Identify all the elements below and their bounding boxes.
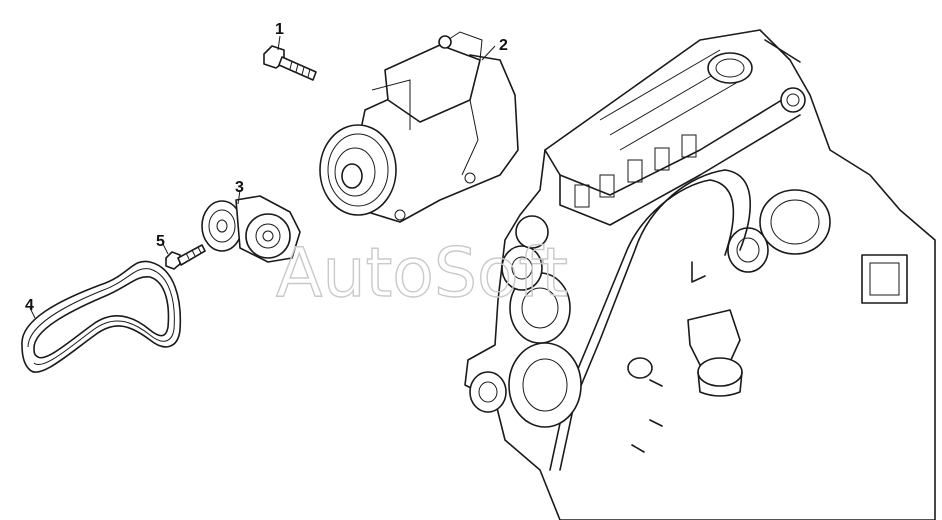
callout-4: 4	[25, 297, 34, 314]
ac-compressor	[319, 31, 519, 223]
poly-v-belt	[21, 260, 182, 373]
bolt	[263, 45, 317, 81]
callout-1: 1	[275, 21, 284, 38]
callout-5: 5	[156, 233, 165, 250]
tensioner-bolt	[165, 244, 206, 270]
belt-tensioner	[201, 195, 301, 263]
callout-2: 2	[499, 37, 508, 54]
watermark-text: AutoSoft	[276, 234, 568, 313]
callout-3: 3	[235, 179, 244, 196]
leader-lines	[29, 35, 496, 319]
engine-block	[464, 29, 936, 520]
